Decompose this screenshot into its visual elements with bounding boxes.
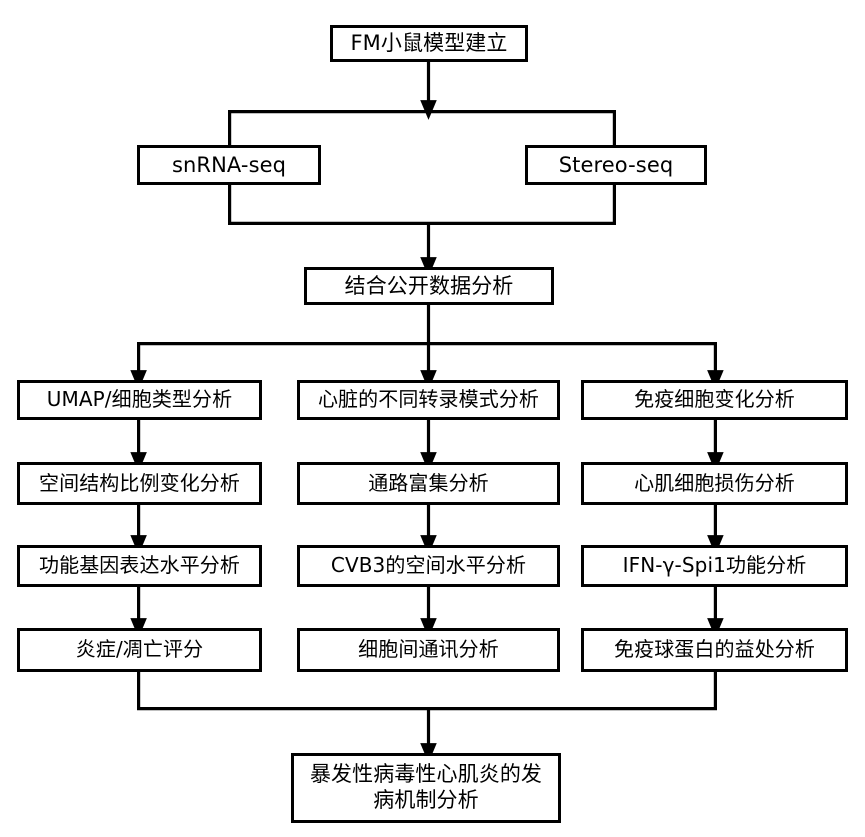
node-right-step-3[interactable]: IFN-γ-Spi1功能分析 [581,545,848,587]
node-left-step-4[interactable]: 炎症/凋亡评分 [17,628,262,672]
node-right-step-3-label: IFN-γ-Spi1功能分析 [622,553,807,578]
node-right-step-2[interactable]: 心肌细胞损伤分析 [581,462,848,505]
node-middle-step-4-label: 细胞间通讯分析 [358,637,499,662]
node-middle-step-1-label: 心脏的不同转录模式分析 [317,387,540,412]
node-left-step-2[interactable]: 空间结构比例变化分析 [17,462,262,505]
node-stereo-seq-label: Stereo-seq [558,152,674,177]
node-left-step-1[interactable]: UMAP/细胞类型分析 [17,380,262,420]
node-middle-step-2[interactable]: 通路富集分析 [297,462,560,505]
node-left-step-1-label: UMAP/细胞类型分析 [46,387,233,412]
node-middle-step-3-label: CVB3的空间水平分析 [330,553,527,578]
node-left-step-4-label: 炎症/凋亡评分 [75,637,204,662]
node-left-step-2-label: 空间结构比例变化分析 [39,470,240,495]
node-root-label: FM小鼠模型建立 [350,31,508,56]
node-middle-step-2-label: 通路富集分析 [368,470,489,495]
node-middle-step-3[interactable]: CVB3的空间水平分析 [297,545,560,587]
node-public-data-merge[interactable]: 结合公开数据分析 [304,267,554,305]
node-root[interactable]: FM小鼠模型建立 [330,25,528,62]
node-right-step-1[interactable]: 免疫细胞变化分析 [581,380,848,420]
node-stereo-seq[interactable]: Stereo-seq [525,145,707,185]
node-right-step-4-label: 免疫球蛋白的益处分析 [614,637,815,662]
node-middle-step-4[interactable]: 细胞间通讯分析 [297,628,560,672]
node-left-step-3[interactable]: 功能基因表达水平分析 [17,545,262,587]
node-right-step-1-label: 免疫细胞变化分析 [634,387,795,412]
node-final-conclusion-label: 暴发性病毒性心肌炎的发 病机制分析 [309,762,543,812]
node-right-step-4[interactable]: 免疫球蛋白的益处分析 [581,628,848,672]
node-left-step-3-label: 功能基因表达水平分析 [39,553,240,578]
node-snrna-seq-label: snRNA-seq [171,152,287,177]
node-snrna-seq[interactable]: snRNA-seq [137,145,321,185]
node-right-step-2-label: 心肌细胞损伤分析 [634,470,795,495]
node-public-data-merge-label: 结合公开数据分析 [344,273,514,298]
node-final-conclusion[interactable]: 暴发性病毒性心肌炎的发 病机制分析 [291,753,561,823]
node-middle-step-1[interactable]: 心脏的不同转录模式分析 [297,380,560,420]
